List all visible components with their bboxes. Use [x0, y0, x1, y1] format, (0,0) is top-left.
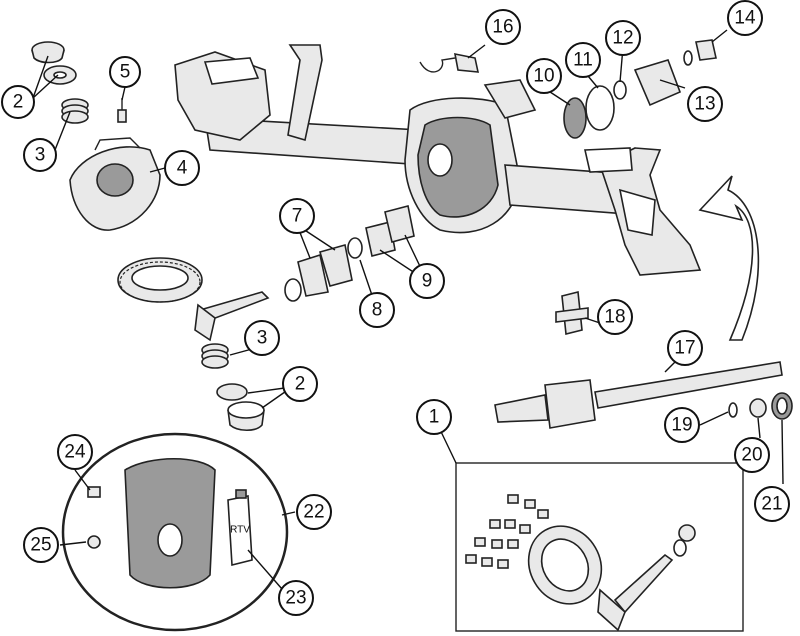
- callout-label: 19: [671, 415, 692, 436]
- callout-22: 22: [296, 494, 332, 530]
- callout-24: 24: [57, 434, 93, 470]
- callout-4: 4: [164, 150, 200, 186]
- callout-17: 17: [667, 330, 703, 366]
- callout-label: 17: [674, 338, 695, 359]
- callout-label: 21: [761, 494, 782, 515]
- callout-label: 23: [285, 588, 306, 609]
- u-joint: [555, 291, 589, 335]
- callout-12: 12: [605, 20, 641, 56]
- callout-3-lower: 3: [244, 320, 280, 356]
- differential-case: [69, 137, 161, 231]
- callout-label: 2: [295, 374, 306, 395]
- callout-label: 18: [604, 307, 625, 328]
- bearing-race-cone-lower: [216, 383, 265, 432]
- callout-5: 5: [109, 56, 141, 88]
- pinion-bearing-set: [284, 205, 415, 302]
- callout-label: 7: [292, 206, 303, 227]
- bolt-part: [117, 98, 127, 123]
- axle-housing: [174, 44, 702, 276]
- pinion-gear: [194, 291, 270, 342]
- callout-1: 1: [416, 399, 452, 435]
- callout-2-upper: 2: [1, 85, 35, 119]
- callout-label: 4: [177, 158, 188, 179]
- callout-label: 25: [30, 535, 51, 556]
- callout-label: 14: [734, 8, 756, 29]
- callout-16: 16: [485, 9, 521, 45]
- callout-25: 25: [23, 527, 59, 563]
- shim-pack-lower: [201, 343, 229, 369]
- callout-21: 21: [754, 486, 790, 522]
- callout-3-upper: 3: [23, 138, 57, 172]
- callout-19: 19: [664, 407, 700, 443]
- kit-bolts: [465, 494, 549, 569]
- ring-pinion-kit-box: [455, 462, 744, 632]
- callout-10: 10: [526, 58, 562, 94]
- bearing-race-cone-upper: [31, 41, 77, 85]
- callout-label: 16: [492, 17, 513, 38]
- callout-label: 9: [422, 271, 433, 292]
- callout-18: 18: [597, 299, 633, 335]
- callout-label: 1: [429, 407, 440, 428]
- callout-label: 2: [13, 92, 24, 113]
- callout-8: 8: [359, 292, 395, 328]
- callout-label: 3: [257, 328, 268, 349]
- callout-2-lower: 2: [282, 366, 318, 402]
- callout-23: 23: [278, 580, 314, 616]
- rotation-arrow-icon: [698, 175, 760, 341]
- callout-label: 20: [741, 445, 762, 466]
- axle-shaft: [494, 361, 783, 429]
- vent-hose: [419, 52, 480, 73]
- pinion-seal-flange-set: [563, 39, 717, 139]
- callout-label: 22: [303, 502, 324, 523]
- shim-pack-upper: [61, 98, 89, 124]
- callout-label: 8: [372, 300, 383, 321]
- axle-seal-bearing-set: [728, 392, 793, 420]
- callout-9: 9: [409, 263, 445, 299]
- ring-gear: [117, 257, 203, 303]
- callout-label: 13: [694, 94, 715, 115]
- callout-label: 11: [573, 50, 593, 71]
- callout-label: 24: [64, 442, 86, 463]
- callout-20: 20: [734, 437, 770, 473]
- callout-14: 14: [727, 0, 763, 36]
- callout-13: 13: [687, 86, 723, 122]
- cover-kit-oval: RTV: [61, 432, 289, 632]
- callout-11: 11: [565, 42, 601, 78]
- callout-7: 7: [279, 198, 315, 234]
- callout-label: 5: [120, 62, 131, 83]
- rtv-tube-label: RTV: [230, 525, 250, 536]
- callout-label: 10: [533, 66, 554, 87]
- callout-label: 12: [612, 28, 633, 49]
- callout-label: 3: [35, 145, 46, 166]
